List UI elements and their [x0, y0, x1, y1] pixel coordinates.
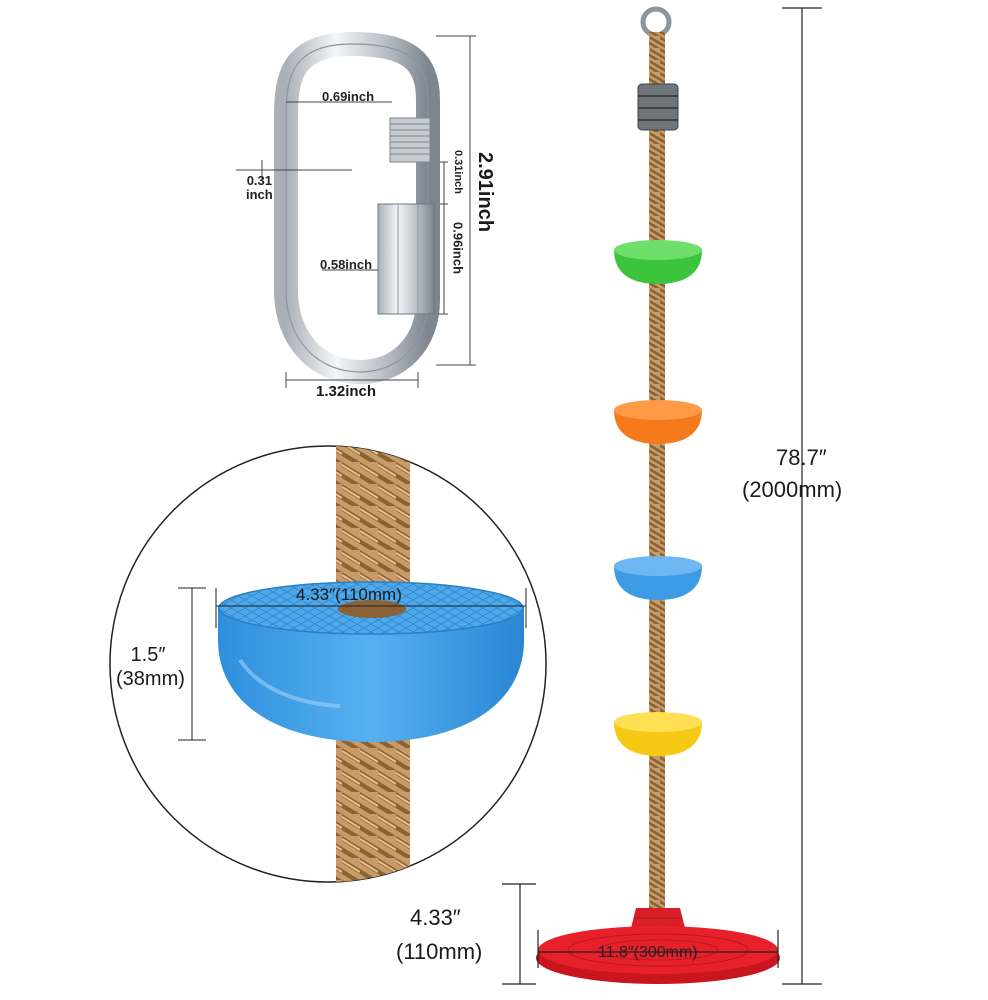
carabiner-nut [377, 203, 435, 315]
carabiner-thread [389, 117, 431, 163]
disc-height-in-label: 1.5″ [130, 644, 166, 666]
disc-height-mm-label: (38mm) [116, 668, 185, 690]
green-disc [614, 240, 702, 284]
carabiner-inner-width-label: 0.58inch [320, 257, 373, 272]
yellow-disc [614, 712, 702, 756]
carabiner-height-label: 2.91inch [474, 152, 496, 233]
seat-diameter-label: 11.8″(300mm) [598, 944, 698, 961]
red-seat [536, 908, 780, 984]
rope-length-in-label: 78.7″ [776, 445, 827, 470]
rope-swing-graphic [536, 6, 780, 984]
rope-clamp [637, 83, 679, 131]
seat-height-mm-label: (110mm) [396, 939, 483, 964]
carabiner-width-label: 1.32inch [316, 383, 377, 400]
blue-disc [614, 556, 702, 600]
carabiner-nut-length-label: 0.96inch [450, 222, 466, 275]
carabiner-top-width-label: 0.69inch [322, 89, 375, 104]
carabiner-gap-left-label: 0.31 inch [246, 173, 273, 203]
rope-length-mm-label: (2000mm) [742, 477, 843, 502]
disc-detail-circle [109, 445, 547, 883]
rope-dimension-lines [502, 7, 822, 985]
carabiner-gap-right-label: 0.31inch [452, 150, 465, 195]
orange-disc [614, 400, 702, 444]
disc-diameter-label: 4.33″(110mm) [296, 585, 402, 604]
carabiner-graphic [274, 31, 440, 385]
carabiner-dimension-lines [236, 35, 476, 388]
seat-height-in-label: 4.33″ [410, 905, 461, 930]
